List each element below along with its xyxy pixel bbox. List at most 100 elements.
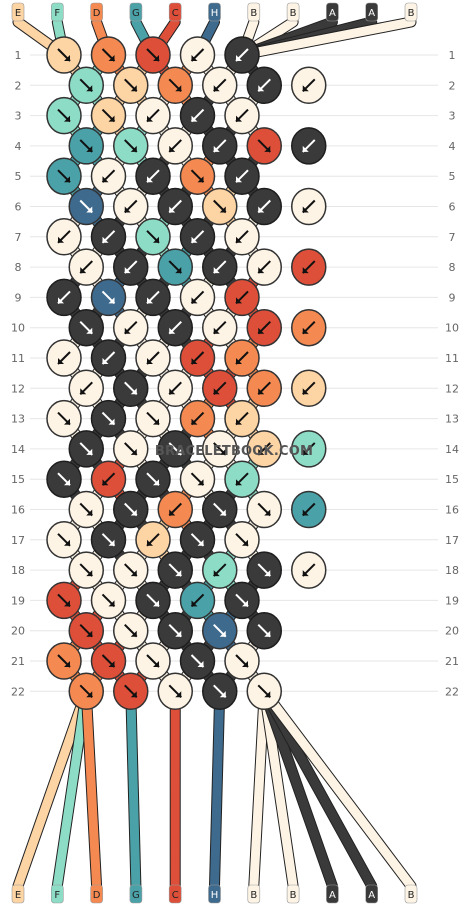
top-string-tab: [404, 2, 418, 22]
thread-segment: [259, 686, 298, 891]
bottom-string-tab: [404, 884, 418, 904]
knot-arrow-head: [258, 448, 265, 455]
knot-arrow-head: [153, 479, 159, 486]
row-label-right: 19: [445, 594, 459, 607]
knot-arrow-head: [153, 55, 159, 61]
knot-arrow-head: [86, 206, 93, 213]
knot-arrow-head: [264, 570, 271, 577]
knot-arrow-head: [197, 539, 204, 546]
knot-arrow-head: [130, 448, 137, 455]
knot-grid: [46, 36, 327, 711]
row-label-right: 12: [445, 382, 459, 395]
knot-arrow-head: [242, 661, 248, 667]
top-string-tab: [129, 2, 143, 22]
knot-arrow-head: [175, 448, 182, 455]
row-label-left: 4: [15, 140, 22, 153]
row-label-right: 22: [445, 685, 459, 698]
knot-arrow-head: [264, 509, 271, 516]
knot-arrow-head: [236, 176, 242, 183]
knot-arrow-head: [191, 115, 198, 122]
row-label-right: 21: [445, 655, 459, 668]
knot-arrow-head: [236, 115, 242, 122]
knot-arrow-head: [197, 661, 204, 667]
row-label-left: 10: [11, 322, 25, 335]
knot-arrow-head: [213, 145, 220, 152]
row-label-right: 8: [449, 261, 456, 274]
knot-arrow-head: [102, 358, 109, 364]
row-label-left: 17: [11, 534, 25, 547]
thread-segment: [259, 686, 337, 891]
row-label-right: 10: [445, 322, 459, 335]
knot-arrow-head: [219, 691, 226, 698]
top-string-tab: [90, 2, 103, 22]
knot-arrow-head: [302, 206, 309, 213]
knot-arrow-head: [64, 55, 70, 61]
knot-arrow-head: [153, 418, 159, 425]
top-string-tab: [365, 2, 379, 22]
top-string-tab: [50, 2, 64, 22]
knot-arrow-head: [219, 448, 226, 455]
row-label-right: 3: [449, 110, 456, 123]
row-label-right: 14: [445, 443, 459, 456]
knot-arrow-head: [108, 600, 115, 607]
knot-arrow-head: [213, 570, 220, 577]
thread-segment: [249, 686, 269, 891]
bottom-string-label: E: [15, 890, 21, 901]
knot-arrow-head: [64, 418, 70, 425]
top-string-label: B: [408, 8, 415, 19]
knot-arrow-head: [236, 55, 242, 61]
knot-arrow-head: [302, 327, 309, 334]
row-label-left: 6: [15, 201, 22, 214]
knot-arrow-head: [302, 267, 309, 274]
thread-segment: [52, 686, 91, 891]
knot-arrow-head: [175, 630, 182, 637]
row-label-right: 13: [445, 413, 459, 426]
top-string-label: B: [250, 8, 257, 19]
row-label-left: 8: [15, 261, 22, 274]
knot-arrow-head: [302, 570, 309, 577]
knot-arrow-head: [108, 115, 115, 122]
row-label-left: 3: [15, 110, 22, 123]
row-label-left: 15: [11, 473, 25, 486]
knot-arrow-head: [86, 85, 93, 92]
row-label-left: 18: [11, 564, 25, 577]
knot-arrow-head: [197, 176, 204, 183]
top-string-label: E: [15, 8, 21, 19]
thread-segment: [237, 17, 416, 60]
knot-arrow-head: [302, 388, 309, 395]
row-label-right: 18: [445, 564, 459, 577]
knot-arrow-head: [258, 85, 265, 92]
knot-arrow-head: [264, 145, 271, 152]
bottom-string-tab: [168, 884, 182, 904]
bottom-string-label: D: [93, 890, 101, 901]
knot-arrow-head: [264, 691, 271, 698]
knot-arrow-head: [124, 327, 131, 334]
knot-arrow-head: [80, 388, 87, 395]
knot-arrow-head: [258, 327, 265, 334]
row-label-right: 5: [449, 170, 456, 183]
knot-arrow-head: [102, 479, 109, 486]
knot-arrow-head: [86, 570, 93, 577]
bottom-string-tab: [326, 884, 339, 904]
row-label-left: 12: [11, 382, 25, 395]
knot-arrow-head: [80, 267, 87, 274]
knot-arrow-head: [219, 630, 226, 637]
knot-arrow-head: [191, 600, 198, 607]
knot-arrow-head: [302, 509, 309, 516]
top-string-label: A: [368, 8, 375, 19]
knot-arrow-head: [191, 297, 198, 304]
knot-arrow-head: [64, 539, 70, 546]
knot-arrow-head: [86, 630, 93, 637]
knot-arrow-head: [169, 206, 176, 213]
knot-arrow-head: [130, 630, 137, 637]
row-label-left: 19: [11, 594, 25, 607]
knot-arrow-head: [86, 448, 93, 455]
knot-arrow-head: [108, 539, 115, 546]
knot-arrow-head: [197, 479, 204, 486]
row-label-left: 2: [15, 79, 22, 92]
knot-arrow-head: [191, 358, 198, 364]
row-label-right: 11: [445, 352, 459, 365]
